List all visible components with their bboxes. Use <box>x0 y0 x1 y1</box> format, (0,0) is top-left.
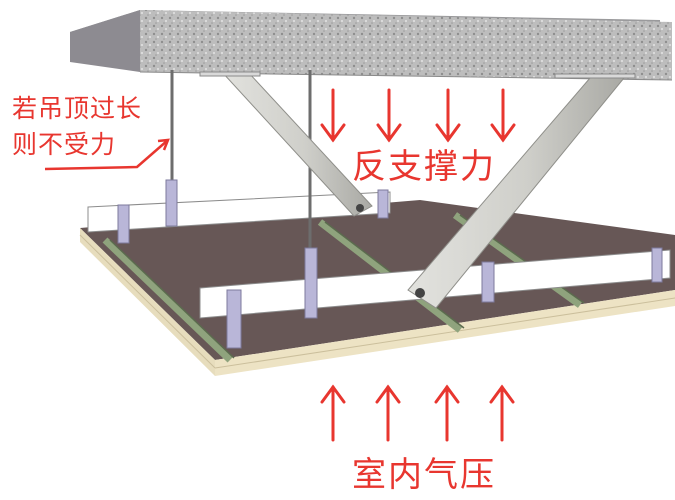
down-arrow-icon <box>435 88 461 143</box>
hanger-note-line2: 则不受力 <box>12 130 117 159</box>
indoor-pressure-label: 室内气压 <box>352 455 496 495</box>
up-arrow-icon <box>375 384 401 442</box>
up-arrow-icon <box>489 384 515 442</box>
main-runner-back <box>87 191 391 233</box>
hanger-note-line1: 若吊顶过长 <box>12 94 143 123</box>
down-arrows <box>320 88 516 143</box>
hanger-pointer-arrow <box>44 138 170 171</box>
up-arrows <box>320 384 515 442</box>
up-arrow-icon <box>320 384 346 442</box>
reverse-support-label: 反支撑力 <box>352 147 496 187</box>
runner-clips <box>117 179 663 349</box>
down-arrow-icon <box>490 88 516 143</box>
down-arrow-icon <box>320 88 346 143</box>
up-arrow-icon <box>434 384 460 442</box>
down-arrow-icon <box>376 88 402 143</box>
concrete-slab <box>70 10 673 81</box>
slab-brackets <box>199 71 636 79</box>
diagonal-brace-left <box>220 71 373 217</box>
